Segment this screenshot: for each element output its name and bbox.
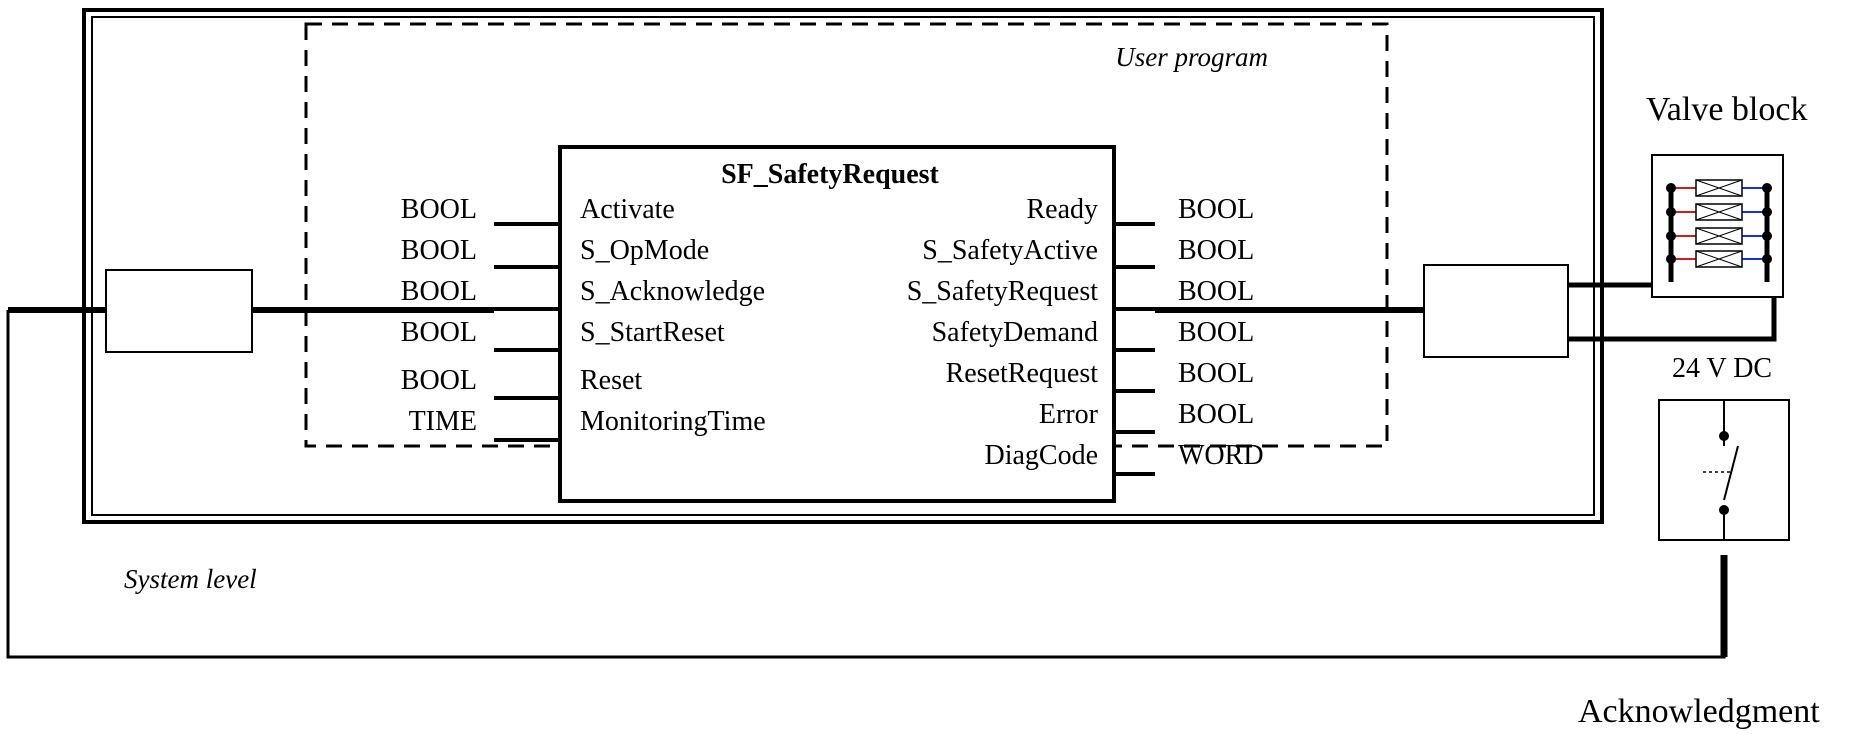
user-program-label: User program: [1115, 42, 1268, 72]
output-name: Error: [1039, 399, 1099, 430]
input-type: BOOL: [401, 235, 477, 266]
input-type: BOOL: [401, 365, 477, 396]
output-type: BOOL: [1178, 317, 1254, 348]
valve-block-internals: [1666, 179, 1772, 282]
output-name: Ready: [1026, 194, 1098, 225]
output-type: BOOL: [1178, 235, 1254, 266]
ack-switch-icon: [1703, 400, 1739, 540]
output-name: S_SafetyActive: [922, 235, 1098, 266]
voltage-label: 24 V DC: [1672, 353, 1772, 384]
output-name: S_SafetyRequest: [907, 276, 1099, 307]
input-name: S_StartReset: [580, 317, 725, 348]
output-type: BOOL: [1178, 194, 1254, 225]
output-type: BOOL: [1178, 399, 1254, 430]
system-level-frame-outer: [82, 8, 1604, 524]
output-name: SafetyDemand: [932, 317, 1098, 348]
input-name: MonitoringTime: [580, 406, 766, 437]
output-type: WORD: [1178, 440, 1264, 471]
valve-block-box: [1651, 154, 1784, 298]
output-name: ResetRequest: [946, 358, 1099, 389]
input-type: TIME: [409, 406, 477, 437]
input-name: Reset: [580, 365, 642, 396]
input-name: S_OpMode: [580, 235, 709, 266]
acknowledgment-label: Acknowledgment: [1578, 693, 1820, 730]
function-block-box: [558, 145, 1116, 503]
output-type: BOOL: [1178, 358, 1254, 389]
output-type: BOOL: [1178, 276, 1254, 307]
function-block-title: SF_SafetyRequest: [721, 159, 939, 190]
output-device-box: [1423, 264, 1569, 358]
input-name: S_Acknowledge: [580, 276, 765, 307]
input-type: BOOL: [401, 194, 477, 225]
output-pins: [1114, 222, 1155, 476]
input-type: BOOL: [401, 276, 477, 307]
input-type: BOOL: [401, 317, 477, 348]
system-level-frame-inner: [91, 16, 1595, 516]
input-name: Activate: [580, 194, 675, 225]
output-name: DiagCode: [984, 440, 1098, 471]
input-pins: [494, 222, 560, 442]
input-device-box: [105, 269, 253, 353]
valve-block-label: Valve block: [1646, 91, 1807, 128]
system-level-label: System level: [124, 564, 257, 594]
